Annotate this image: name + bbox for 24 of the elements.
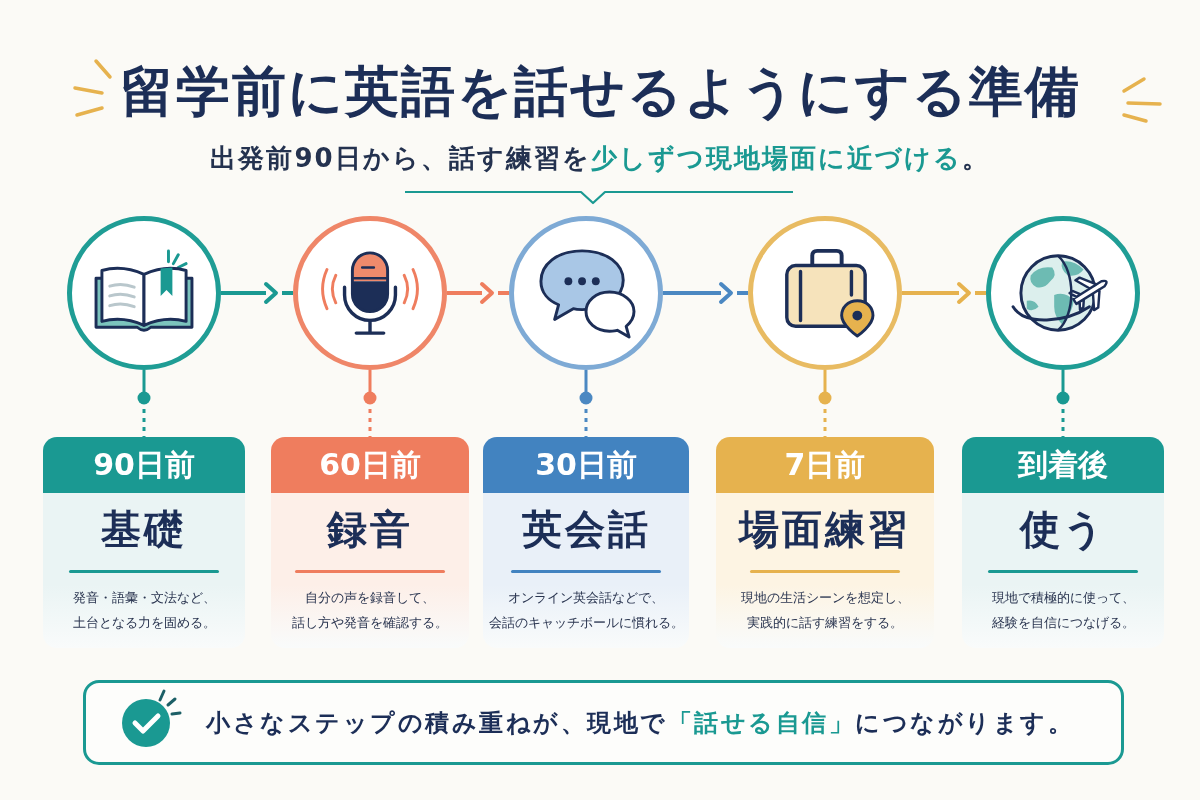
step-description: 自分の声を録音して、話し方や発音を確認する。 xyxy=(291,589,449,632)
step-card xyxy=(716,437,934,648)
timing-header: 到着後 xyxy=(962,437,1164,493)
step-card xyxy=(271,437,469,648)
step-title: 英会話 xyxy=(521,505,651,554)
step-card xyxy=(962,437,1164,648)
timing-header: 90日前 xyxy=(43,437,245,493)
step-title: 場面練習 xyxy=(739,505,911,554)
step-title: 基礎 xyxy=(101,505,187,554)
step-description: 発音・語彙・文法など、土台となる力を固める。 xyxy=(71,589,217,632)
step-description: 現地の生活シーンを想定し、実践的に話す練習をする。 xyxy=(739,589,911,632)
title: 留学前に英語を話せるようにする準備 xyxy=(119,60,1081,124)
timing-header: 60日前 xyxy=(271,437,469,493)
step-title: 録音 xyxy=(327,505,413,554)
timing-header: 30日前 xyxy=(483,437,689,493)
summary-text: 小さなステップの積み重ねが、現地で「話せる自信」につながります。 xyxy=(206,707,1074,739)
step-card xyxy=(43,437,245,648)
step-card xyxy=(483,437,689,648)
summary-banner xyxy=(83,680,1124,765)
step-description: オンライン英会話などで、会話のキャッチボールに慣れる。 xyxy=(488,589,684,632)
step-title: 使う xyxy=(1019,505,1107,554)
step-description: 現地で積極的に使って、経験を自信につなげる。 xyxy=(990,589,1136,632)
subtitle: 出発前90日から、話す練習を少しずつ現地場面に近づける。 xyxy=(210,142,990,175)
timing-header: 7日前 xyxy=(716,437,934,493)
